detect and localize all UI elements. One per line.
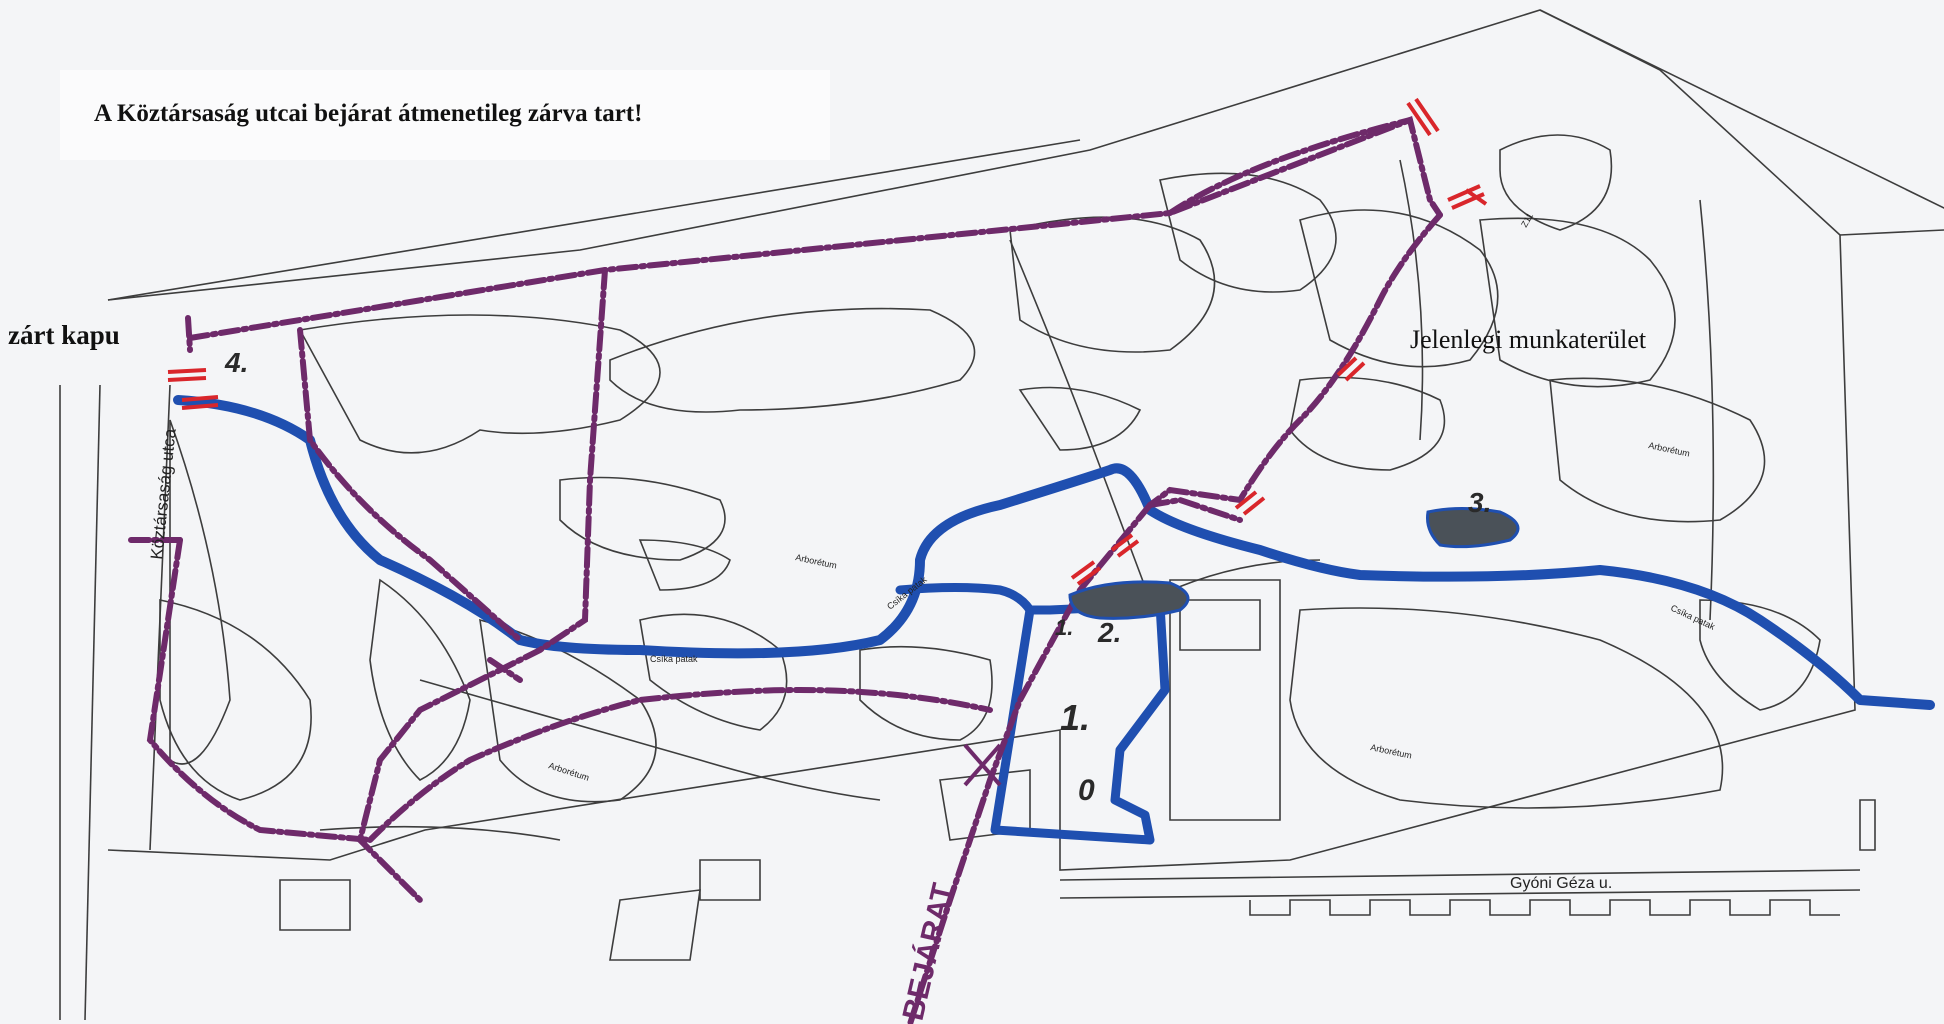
entrance-cross [963,743,1002,787]
closure-marks [167,97,1488,586]
stream-label-1: Csíka patak [650,654,698,664]
notice-box: A Köztársaság utcai bejárat átmenetileg … [60,70,830,160]
house-number: Z11 [1519,211,1535,229]
base-map-lines [59,9,1944,1021]
notice-text: A Köztársaság utcai bejárat átmenetileg … [94,100,643,127]
closed-gate-label: zárt kapu [8,320,120,350]
marker-2: 2. [1097,617,1121,648]
marker-0: 0 [1078,774,1095,807]
pond-2 [1068,580,1190,620]
stream-lines [173,395,1935,710]
arboretum-label-1: Arborétum [795,552,838,571]
marker-4: 4. [224,347,248,378]
street-label-south: Gyóni Géza u. [1510,875,1612,892]
arboretum-label-4: Arborétum [1648,440,1691,459]
marker-1: 1. [1060,697,1090,738]
marker-1-small: 1. [1055,615,1073,640]
current-work-area-label: Jelenlegi munkaterület [1410,325,1647,354]
entrance-label: BEJÁRAT [896,880,960,1024]
pond-3 [1426,507,1520,549]
marker-3: 3. [1468,487,1491,518]
arboretum-label-2: Arborétum [547,760,590,782]
arboretum-label-3: Arborétum [1370,742,1413,761]
walking-paths [127,115,1443,1024]
